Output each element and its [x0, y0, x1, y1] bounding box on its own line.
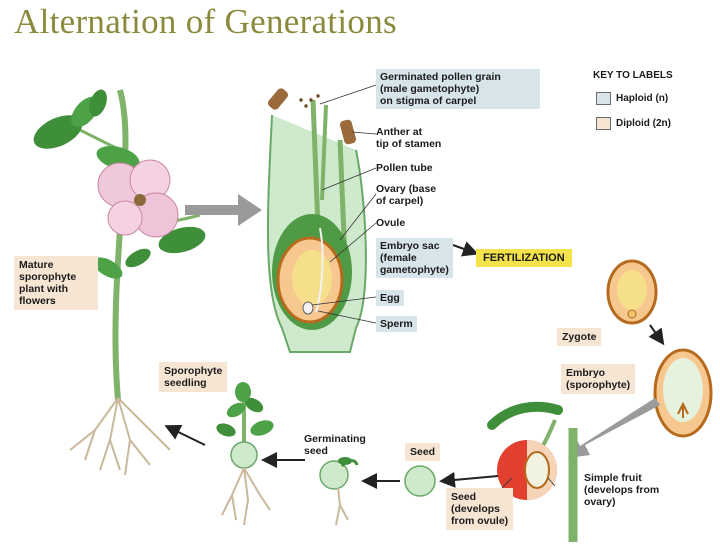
mature-plant-label: Mature sporophyte plant with flowers: [14, 256, 98, 310]
zygote-label: Zygote: [557, 328, 602, 346]
embryo-to-fruit-arrow: [568, 398, 660, 458]
haploid-key-label: Haploid (n): [616, 93, 669, 104]
germinating-seed-label: Germinating seed: [304, 433, 366, 457]
embryo-sac-label: Embryo sac (female gametophyte): [376, 238, 453, 278]
germinating-seed-illustration: [319, 457, 359, 526]
flower-zoom-arrow: [185, 194, 262, 226]
diploid-swatch: [596, 117, 611, 130]
ovule-label: Ovule: [376, 217, 406, 229]
seed-in-fruit-label: Seed (develops from ovule): [446, 488, 514, 530]
fertilization-label: FERTILIZATION: [476, 249, 572, 267]
ovary-label: Ovary (base of carpel): [376, 183, 437, 207]
sperm-label: Sperm: [376, 316, 417, 332]
seed-label: Seed: [405, 443, 441, 461]
anther-label: Anther at tip of stamen: [376, 126, 442, 150]
simple-fruit-label: Simple fruit (develops from ovary): [584, 472, 660, 508]
pollen-tube-label: Pollen tube: [376, 162, 433, 174]
embryo-label: Embryo (sporophyte): [561, 364, 636, 394]
zygote-illustration: [606, 259, 658, 325]
seed-illustration: [404, 465, 436, 497]
egg-label: Egg: [376, 290, 404, 306]
fertilization-arrow: [452, 241, 479, 257]
mature-plant-illustration: [33, 89, 206, 476]
diploid-key-label: Diploid (2n): [616, 118, 671, 129]
seedling-illustration: [216, 382, 274, 526]
seedling-label: Sporophyte seedling: [159, 362, 228, 392]
key-title: KEY TO LABELS: [593, 70, 673, 81]
embryo-illustration: [653, 348, 713, 438]
zygote-to-embryo-arrow: [648, 324, 665, 346]
seedling-to-mature-arrow: [164, 425, 206, 446]
carpel-cross-section: [266, 88, 367, 353]
page-title: Alternation of Generations: [14, 2, 397, 41]
haploid-swatch: [596, 92, 611, 105]
leader-lines: [311, 84, 377, 324]
pollen-grain-label: Germinated pollen grain (male gametophyt…: [376, 69, 540, 109]
fruit-to-seed-arrow: [439, 471, 499, 488]
simple-fruit-illustration: [487, 401, 578, 542]
